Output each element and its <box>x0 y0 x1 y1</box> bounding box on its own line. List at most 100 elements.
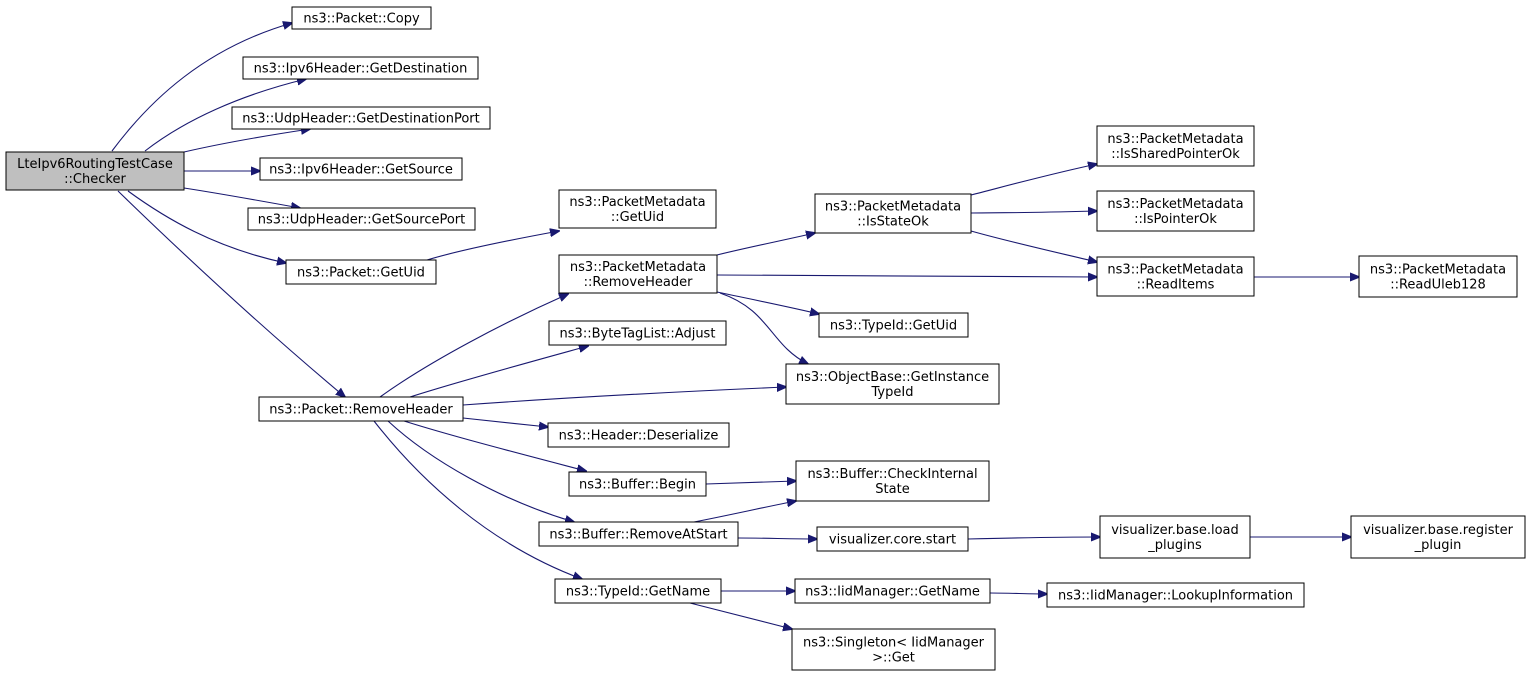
node-pm-isptrok[interactable]: ns3::PacketMetadata::IsPointerOk <box>1096 190 1255 232</box>
node-label-line: ns3::TypeId::GetUid <box>830 319 957 334</box>
node-box <box>1096 125 1255 167</box>
node-box <box>547 422 730 448</box>
node-ipv6-getsrc[interactable]: ns3::Ipv6Header::GetSource <box>259 157 463 181</box>
node-box <box>568 471 707 497</box>
node-label-line: ns3::PacketMetadata <box>570 260 706 275</box>
node-viz-base-register[interactable]: visualizer.base.register_plugin <box>1350 515 1526 559</box>
node-checker[interactable]: LteIpv6RoutingTestCase::Checker <box>5 151 185 191</box>
node-typeid-getname[interactable]: ns3::TypeId::GetName <box>554 578 722 604</box>
node-label-line: ns3::Buffer::CheckInternal <box>807 467 977 482</box>
node-label-line: ns3::PacketMetadata <box>1107 197 1243 212</box>
edge-buffer_begin-to-buffer_checkinternal <box>705 481 796 484</box>
edge-buffer_removeatstart-to-buffer_checkinternal <box>693 501 796 523</box>
node-box <box>558 189 717 229</box>
edge-checker-to-ipv6_getdest <box>144 79 306 152</box>
node-udp-getsrcport[interactable]: ns3::UdpHeader::GetSourcePort <box>247 207 476 231</box>
node-box <box>1099 515 1251 559</box>
node-udp-getdestport[interactable]: ns3::UdpHeader::GetDestinationPort <box>231 106 491 130</box>
node-label-line: ns3::TypeId::GetName <box>566 585 710 600</box>
nodes-layer: LteIpv6RoutingTestCase::Checkerns3::Pack… <box>5 6 1526 671</box>
node-label-line: _plugin <box>1414 538 1462 553</box>
node-packet-getuid[interactable]: ns3::Packet::GetUid <box>285 259 437 285</box>
node-viz-base-load[interactable]: visualizer.base.load_plugins <box>1099 515 1251 559</box>
node-singleton-get[interactable]: ns3::Singleton< IidManager>::Get <box>791 628 996 671</box>
node-label-line: State <box>875 482 909 497</box>
node-label-line: visualizer.base.register <box>1363 523 1514 538</box>
node-box <box>794 578 991 604</box>
node-label-line: ns3::Packet::Copy <box>303 12 420 27</box>
node-pm-removeheader[interactable]: ns3::PacketMetadata::RemoveHeader <box>558 254 718 294</box>
node-label-line: ns3::UdpHeader::GetDestinationPort <box>242 112 479 127</box>
node-label-line: _plugins <box>1147 538 1202 553</box>
node-label-line: ns3::PacketMetadata <box>825 200 961 215</box>
node-pm-getuid[interactable]: ns3::PacketMetadata::GetUid <box>558 189 717 229</box>
edge-checker-to-udp_getdestport <box>183 129 310 153</box>
node-label-line: ::GetUid <box>611 210 664 225</box>
node-box <box>291 6 432 30</box>
node-label-line: ns3::Buffer::RemoveAtStart <box>549 528 727 543</box>
node-box <box>247 207 476 231</box>
node-pm-issharedptr[interactable]: ns3::PacketMetadata::IsSharedPointerOk <box>1096 125 1255 167</box>
node-buffer-removeatstart[interactable]: ns3::Buffer::RemoveAtStart <box>538 521 739 547</box>
node-box <box>554 578 722 604</box>
edge-viz_core_start-to-viz_base_load <box>967 537 1100 539</box>
node-pm-readitems[interactable]: ns3::PacketMetadata::ReadItems <box>1096 256 1255 297</box>
node-label-line: ns3::ObjectBase::GetInstance <box>796 370 989 385</box>
edge-packet_removeheader-to-typeid_getname <box>373 420 582 579</box>
node-pm-isstateok[interactable]: ns3::PacketMetadata::IsStateOk <box>814 193 972 234</box>
node-box <box>538 521 739 547</box>
edge-iid_getname-to-iid_lookup <box>989 593 1047 594</box>
node-header-deser[interactable]: ns3::Header::Deserialize <box>547 422 730 448</box>
node-label-line: ns3::Singleton< IidManager <box>803 636 985 651</box>
node-label-line: ::RemoveHeader <box>584 275 694 290</box>
edge-pm_removeheader-to-pm_isstateok <box>716 233 815 256</box>
node-label-line: ns3::IidManager::LookupInformation <box>1058 589 1293 604</box>
node-label-line: ns3::Ipv6Header::GetDestination <box>254 62 468 77</box>
node-iid-getname[interactable]: ns3::IidManager::GetName <box>794 578 991 604</box>
edge-packet_removeheader-to-ob_getinstance <box>462 387 786 406</box>
node-packet-copy[interactable]: ns3::Packet::Copy <box>291 6 432 30</box>
edge-checker-to-packet_removeheader <box>117 190 345 397</box>
node-box <box>816 526 969 552</box>
node-box <box>1096 190 1255 232</box>
node-buffer-begin[interactable]: ns3::Buffer::Begin <box>568 471 707 497</box>
edge-packet_removeheader-to-buffer_removeatstart <box>387 420 574 522</box>
edge-checker-to-udp_getsrcport <box>183 187 300 208</box>
node-box <box>1046 582 1305 608</box>
node-label-line: ns3::PacketMetadata <box>1107 263 1243 278</box>
node-btl-adjust[interactable]: ns3::ByteTagList::Adjust <box>548 320 727 346</box>
node-label-line: visualizer.core.start <box>829 533 956 548</box>
node-box <box>242 56 479 80</box>
node-label-line: ::IsSharedPointerOk <box>1111 147 1240 162</box>
node-label-line: >::Get <box>872 651 915 666</box>
node-iid-lookup[interactable]: ns3::IidManager::LookupInformation <box>1046 582 1305 608</box>
edge-buffer_removeatstart-to-viz_core_start <box>737 538 817 539</box>
node-box <box>1350 515 1526 559</box>
node-ipv6-getdest[interactable]: ns3::Ipv6Header::GetDestination <box>242 56 479 80</box>
node-typeid-getuid[interactable]: ns3::TypeId::GetUid <box>818 312 969 338</box>
node-pm-readuleb[interactable]: ns3::PacketMetadata::ReadUleb128 <box>1358 255 1518 298</box>
node-label-line: TypeId <box>871 385 914 400</box>
node-label-line: ns3::Buffer::Begin <box>579 478 696 493</box>
node-viz-core-start[interactable]: visualizer.core.start <box>816 526 969 552</box>
node-label-line: ::ReadItems <box>1137 278 1215 293</box>
node-box <box>231 106 491 130</box>
node-packet-removeheader[interactable]: ns3::Packet::RemoveHeader <box>258 396 464 422</box>
edge-packet_removeheader-to-btl_adjust <box>409 346 588 398</box>
node-label-line: ::Checker <box>64 172 126 187</box>
node-label-line: visualizer.base.load <box>1111 523 1239 538</box>
node-box <box>785 363 1000 405</box>
node-box <box>818 312 969 338</box>
node-label-line: ns3::PacketMetadata <box>1370 263 1506 278</box>
node-label-line: ::IsStateOk <box>857 215 929 230</box>
edge-pm_isstateok-to-pm_isptrok <box>970 211 1097 213</box>
edge-pm_removeheader-to-typeid_getuid <box>716 291 819 314</box>
edge-typeid_getname-to-singleton_get <box>689 602 792 629</box>
edge-pm_removeheader-to-pm_readitems <box>716 275 1097 277</box>
edge-packet_getuid-to-pm_getuid <box>426 231 559 261</box>
node-box <box>259 157 463 181</box>
node-box <box>558 254 718 294</box>
